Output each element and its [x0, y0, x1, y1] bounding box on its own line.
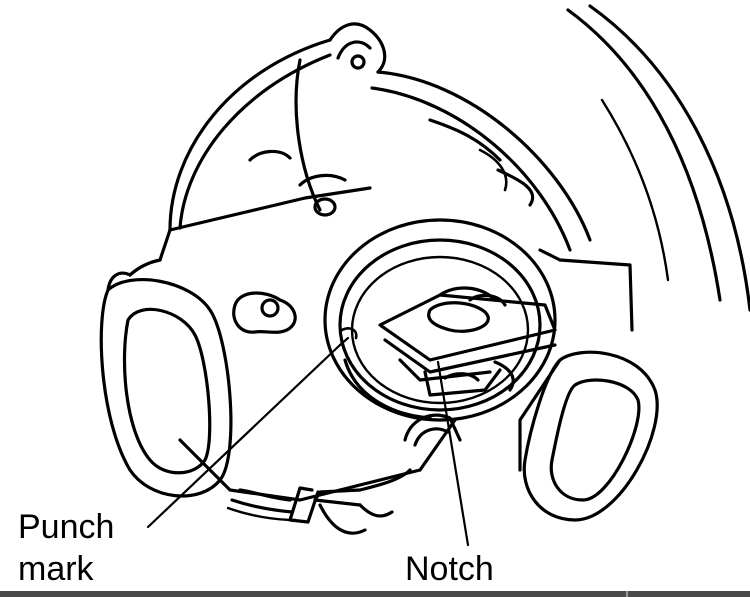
- bottom-divider-bar: [0, 591, 750, 597]
- punch-mark-dot: [340, 327, 358, 340]
- notch-leader: [436, 360, 470, 547]
- notch-detail: [398, 358, 515, 397]
- punch-mark-label-line1: Punch: [18, 508, 115, 546]
- punch-mark-leader: [146, 343, 342, 529]
- wire-harness: [226, 468, 412, 535]
- bottom-divider-split: [626, 591, 628, 597]
- left-oval-slot: [99, 278, 233, 498]
- notch-label: Notch: [405, 550, 494, 588]
- right-oval-slot: [522, 350, 659, 522]
- background-arc: [566, 4, 750, 312]
- adjust-screw-hole: [232, 291, 297, 334]
- leader-lines: [146, 336, 470, 547]
- mounting-tab: [298, 173, 347, 217]
- shaft-flat: [378, 286, 557, 374]
- lower-bracket: [403, 413, 462, 447]
- punch-mark-label-line2: mark: [18, 550, 94, 588]
- rotor-boss: [323, 218, 557, 422]
